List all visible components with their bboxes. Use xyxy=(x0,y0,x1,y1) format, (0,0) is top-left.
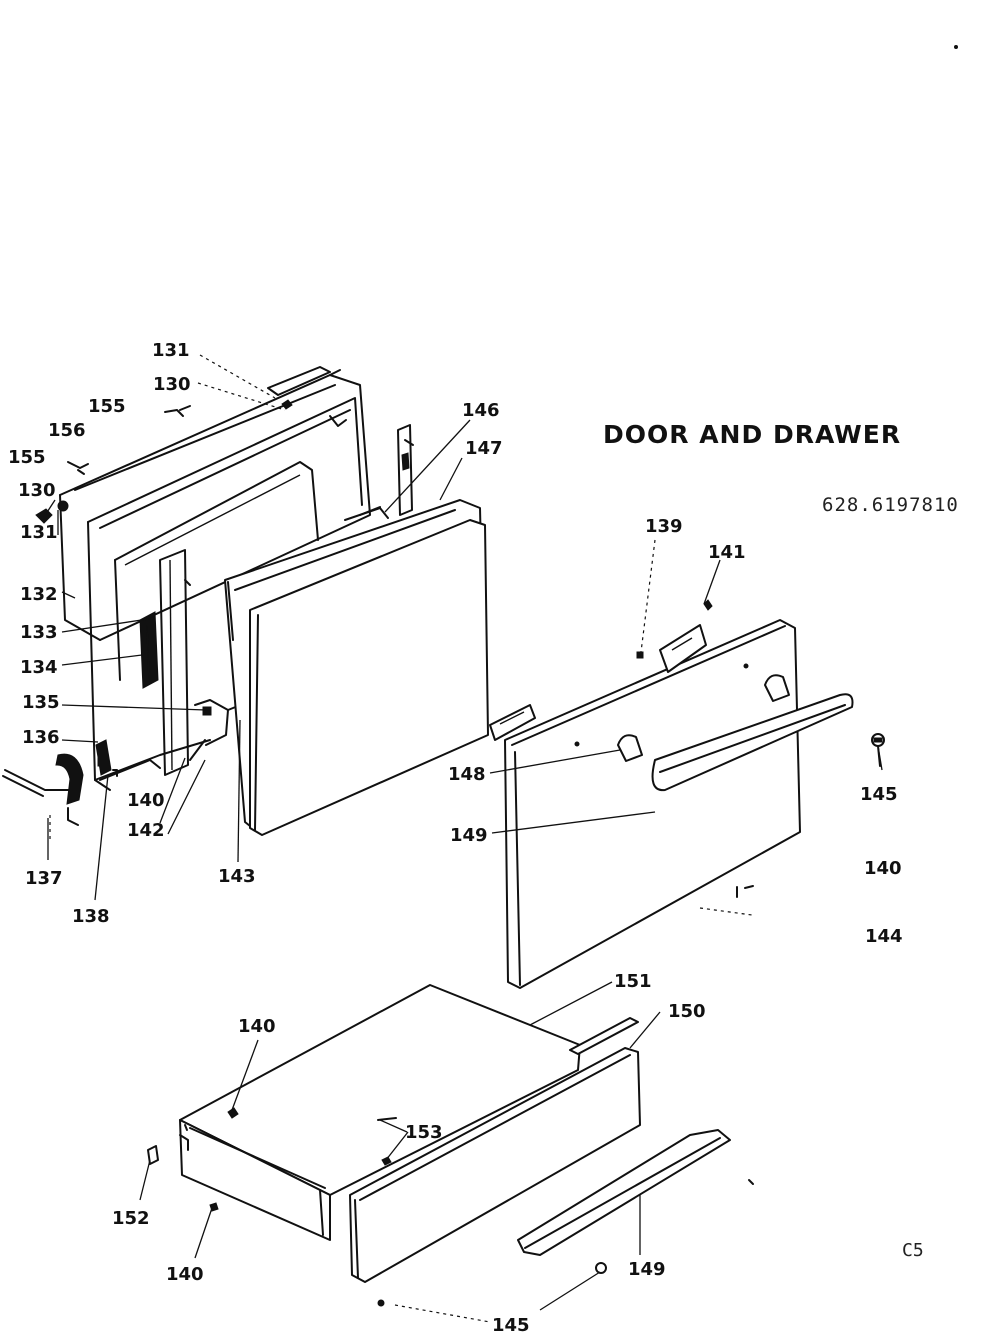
drawer-front-panel xyxy=(504,619,801,989)
callout-135: 135 xyxy=(22,692,60,713)
callout-137: 137 xyxy=(25,868,63,889)
callout-139: 139 xyxy=(645,516,683,537)
callout-153: 153 xyxy=(405,1122,443,1143)
callout-145: 145 xyxy=(860,784,898,805)
callout-131: 131 xyxy=(152,340,190,361)
drawer-rail xyxy=(517,1129,731,1256)
outer-door-panel xyxy=(224,499,489,836)
storage-drawer-body xyxy=(179,984,581,1241)
callout-130: 130 xyxy=(18,480,56,501)
callout-147: 147 xyxy=(465,438,503,459)
callout-140: 140 xyxy=(864,858,902,879)
callout-140: 140 xyxy=(166,1264,204,1285)
oven-door-frame xyxy=(59,366,371,791)
oven-door-handle xyxy=(2,753,84,840)
callout-142: 142 xyxy=(127,820,165,841)
callout-134: 134 xyxy=(20,657,58,678)
callout-151: 151 xyxy=(614,971,652,992)
callout-156: 156 xyxy=(48,420,86,441)
door-insulation-panel xyxy=(159,549,191,776)
callout-149: 149 xyxy=(628,1259,666,1280)
callout-136: 136 xyxy=(22,727,60,748)
callout-152: 152 xyxy=(112,1208,150,1229)
callout-140: 140 xyxy=(127,790,165,811)
callout-149: 149 xyxy=(450,825,488,846)
callout-141: 141 xyxy=(708,542,746,563)
handle-screw xyxy=(97,757,118,777)
callout-140: 140 xyxy=(238,1016,276,1037)
leader-lines xyxy=(41,354,883,1323)
callout-144: 144 xyxy=(865,926,903,947)
callout-138: 138 xyxy=(72,906,110,927)
storage-drawer-front xyxy=(349,1017,641,1283)
callout-132: 132 xyxy=(20,584,58,605)
diagram-title: DOOR AND DRAWER xyxy=(603,420,902,449)
callout-155: 155 xyxy=(88,396,126,417)
scan-speck xyxy=(954,45,958,49)
callout-130: 130 xyxy=(153,374,191,395)
callout-133: 133 xyxy=(20,622,58,643)
callout-150: 150 xyxy=(668,1001,706,1022)
callout-146: 146 xyxy=(462,400,500,421)
drawer-screws xyxy=(147,1107,754,1307)
callout-155: 155 xyxy=(8,447,46,468)
callout-148: 148 xyxy=(448,764,486,785)
door-side-rails xyxy=(397,424,414,516)
door-hinge-left xyxy=(139,611,159,689)
drawer-hinge-139-141 xyxy=(489,599,713,741)
callout-143: 143 xyxy=(218,866,256,887)
callout-145: 145 xyxy=(492,1315,530,1333)
model-number: 628.6197810 xyxy=(822,494,959,516)
callout-labels: 131 130 155 156 155 130 131 132 133 134 … xyxy=(8,340,903,1333)
callout-131: 131 xyxy=(20,522,58,543)
page-code: C5 xyxy=(902,1240,924,1261)
drawer-front-handle xyxy=(617,674,854,792)
